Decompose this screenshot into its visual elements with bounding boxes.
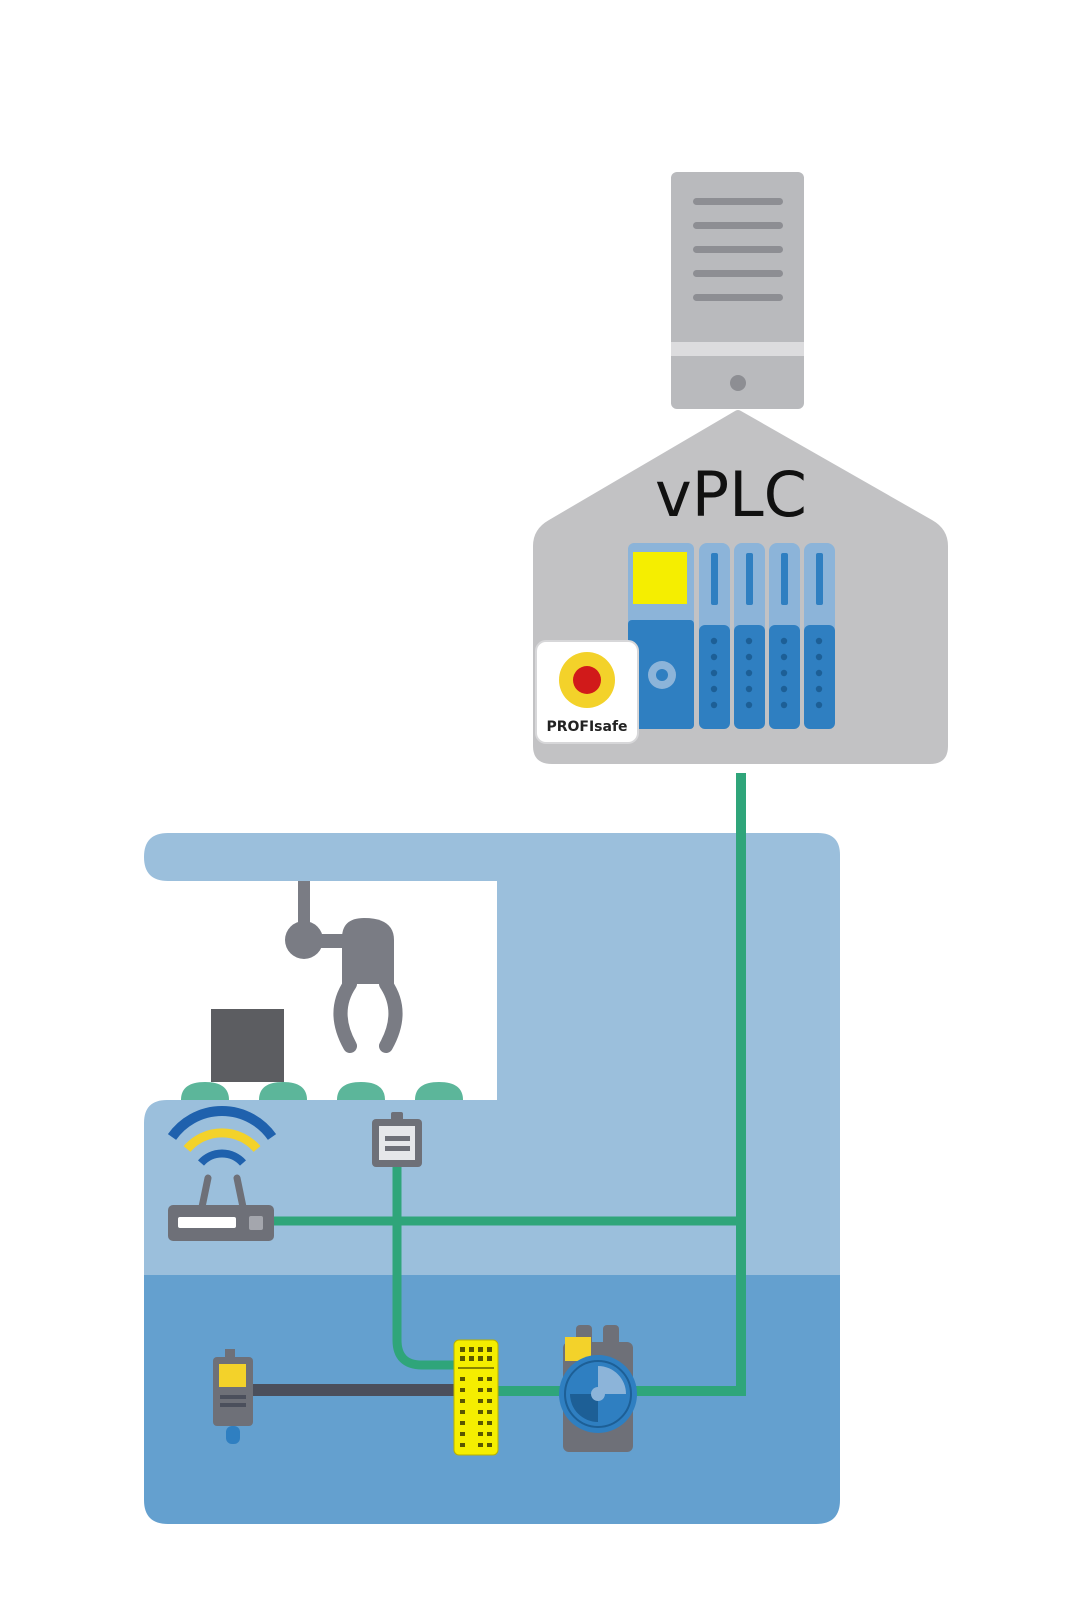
io-module-3 xyxy=(769,543,800,729)
server-icon xyxy=(671,172,804,409)
safety-io-module-icon xyxy=(453,1339,499,1456)
wifi-access-point-icon xyxy=(167,1106,277,1241)
workpiece-box xyxy=(211,1009,284,1082)
io-module-2 xyxy=(734,543,765,729)
conveyor xyxy=(181,1082,463,1100)
network-cables xyxy=(248,773,746,1396)
robot-gripper-icon xyxy=(285,881,403,1053)
drive-motor-icon xyxy=(559,1325,637,1452)
profisafe-label: PROFIsafe xyxy=(546,719,627,735)
emergency-stop-icon xyxy=(559,652,615,708)
safety-plc-icon xyxy=(628,543,835,729)
vplc-label: vPLC xyxy=(655,458,807,531)
profisafe-badge: PROFIsafe xyxy=(535,640,639,744)
io-module-4 xyxy=(804,543,835,729)
io-device-icon xyxy=(372,1112,422,1167)
io-module-1 xyxy=(699,543,730,729)
sensor-icon xyxy=(213,1349,253,1444)
vplc-housing: vPLC xyxy=(533,410,948,764)
